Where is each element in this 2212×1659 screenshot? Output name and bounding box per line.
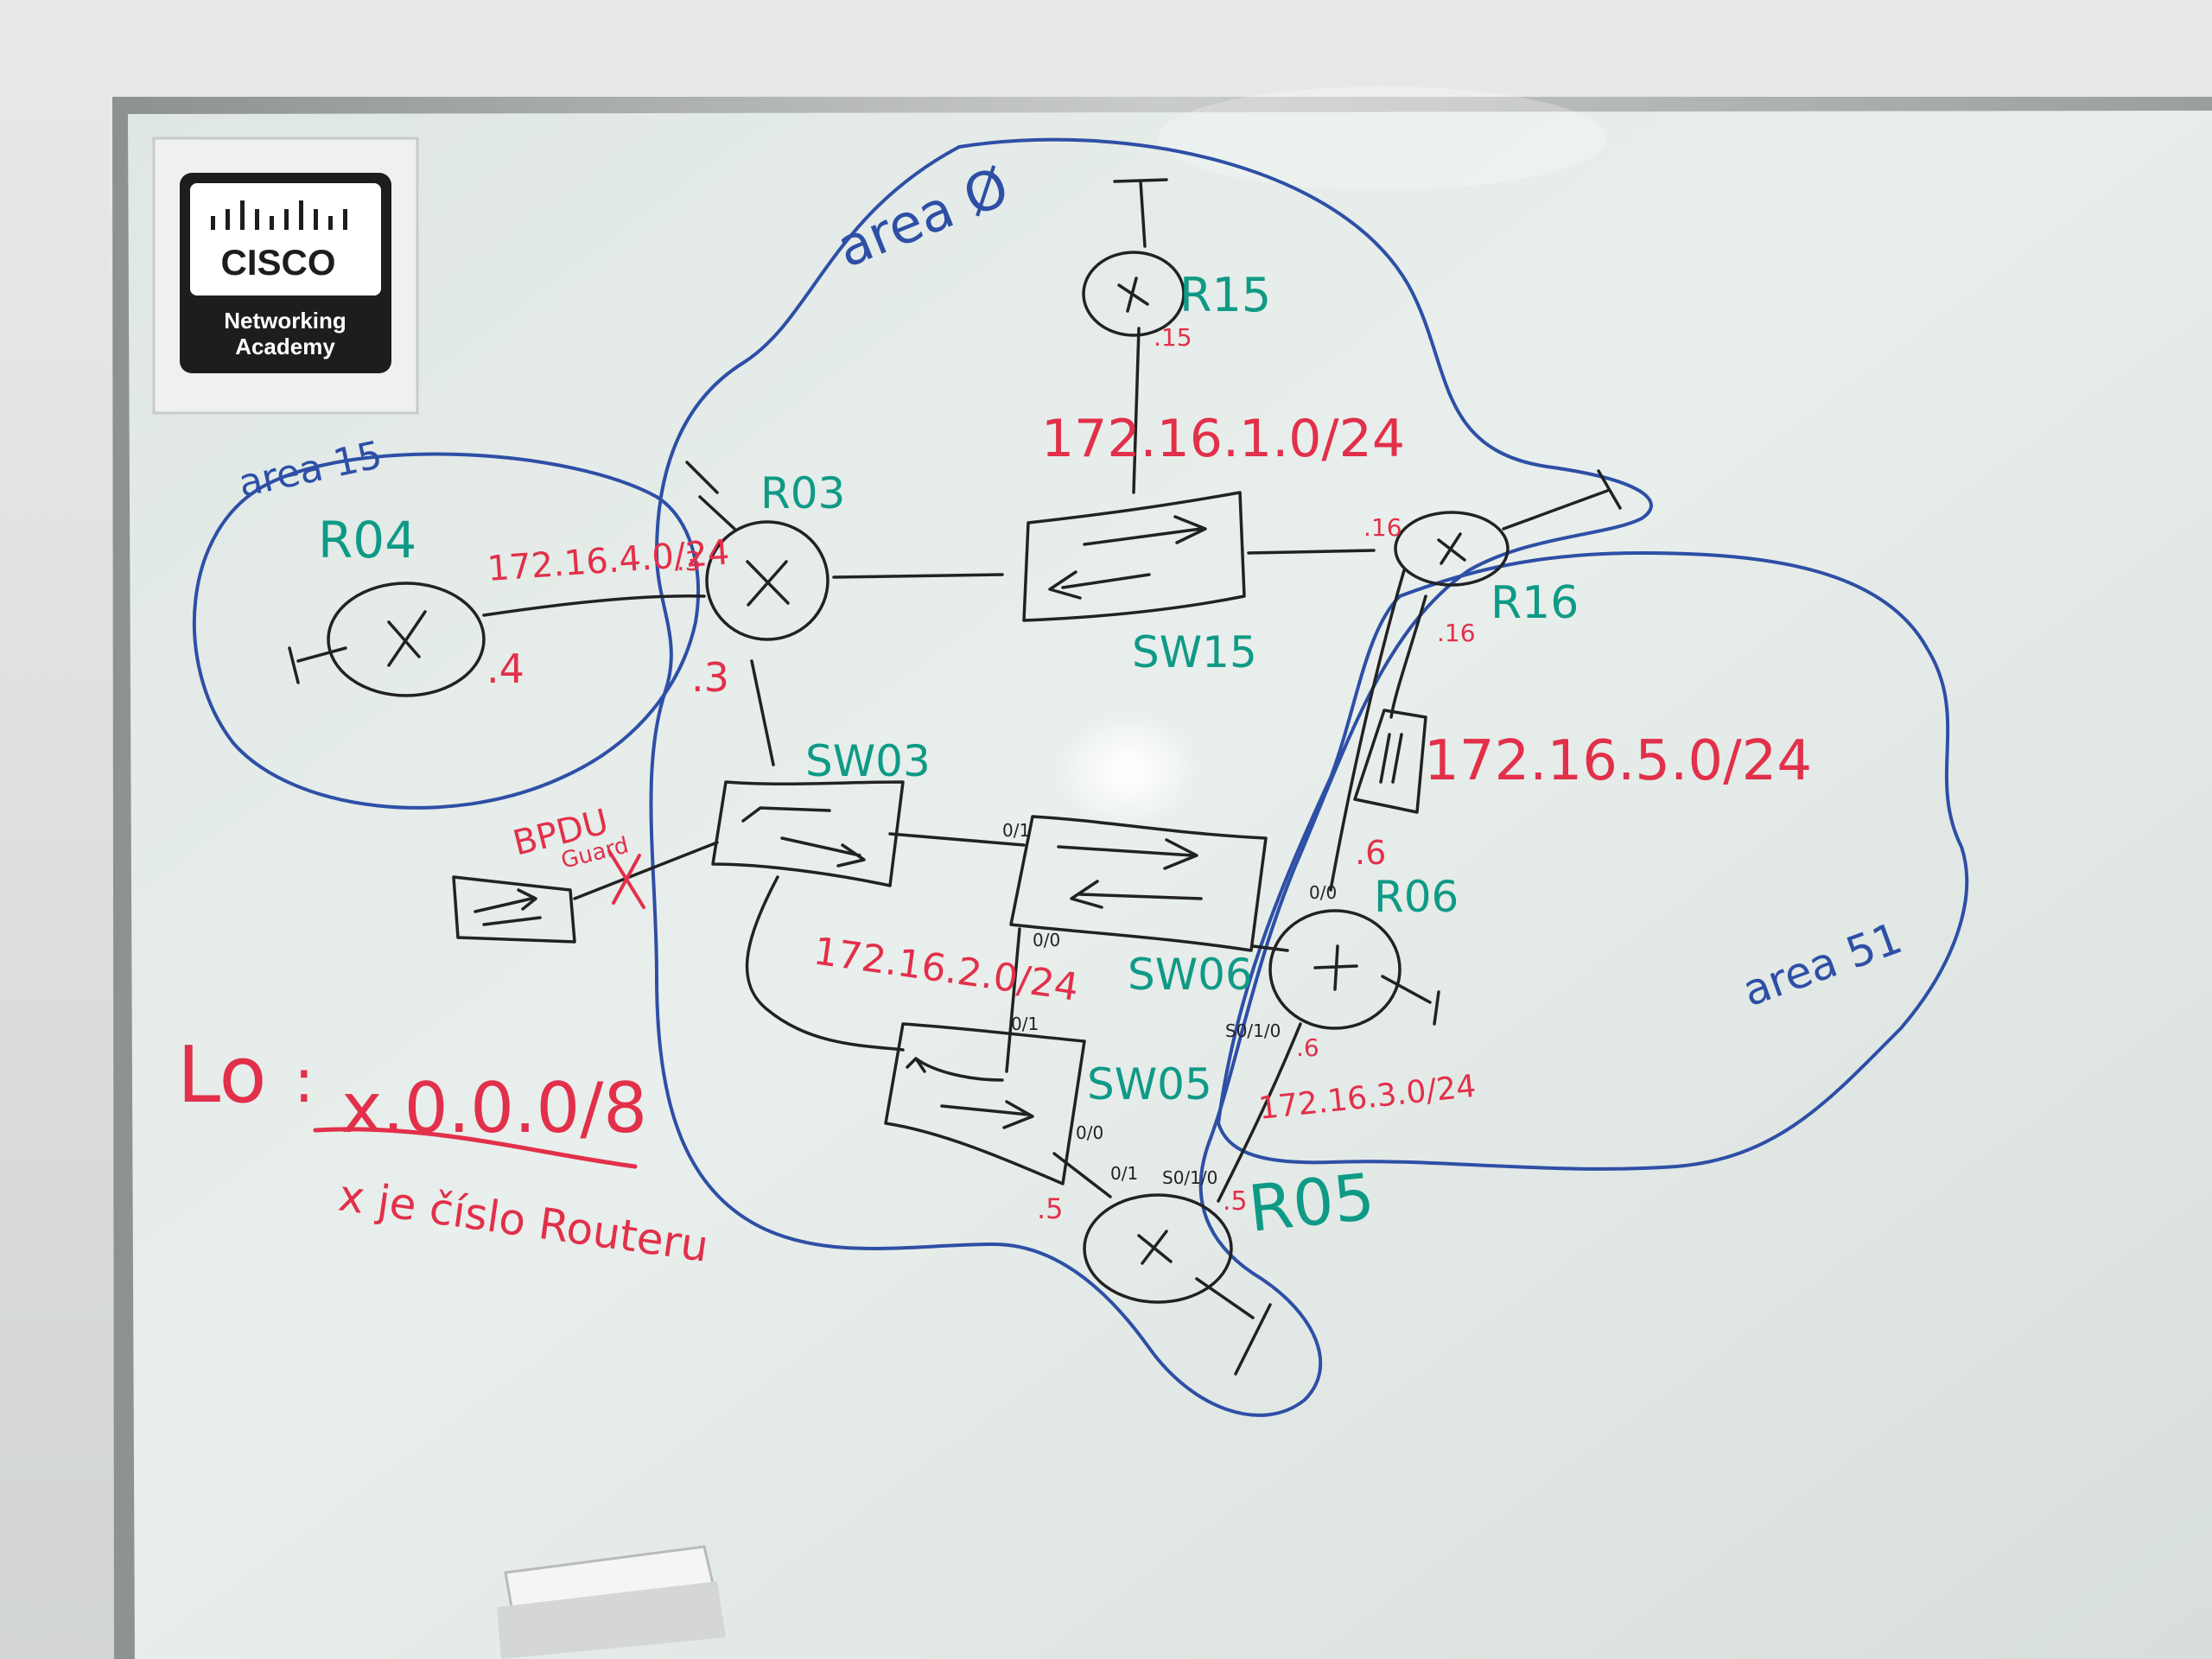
loopback-label: Lo (177, 1030, 267, 1121)
switch-sw03-label: SW03 (805, 736, 931, 786)
router-r06-label: R06 (1374, 872, 1459, 922)
switch-sw05-label: SW05 (1087, 1059, 1212, 1109)
loopback-colon: : (294, 1046, 315, 1116)
port-r06-left: 0/0 (1309, 882, 1337, 903)
switch-sw15-label: SW15 (1132, 627, 1257, 677)
router-r15-label: R15 (1179, 268, 1271, 322)
link-r16-r06-serial (1329, 569, 1406, 892)
link-r15-sw15 (1132, 327, 1141, 494)
host-id-r15: .15 (1154, 323, 1192, 352)
router-r03-label: R03 (760, 468, 845, 518)
link-sw03-bpdu-switch (573, 841, 719, 900)
router-r04-label: R04 (318, 511, 416, 569)
router-r15-icon (1082, 251, 1185, 337)
link-sw15-r16 (1247, 549, 1376, 555)
switch-sw05-icon (884, 1022, 1086, 1185)
link-sw06-sw05 (1005, 927, 1021, 1073)
port-r05-serial: S0/1/0 (1162, 1167, 1217, 1188)
logo-line1: Networking (224, 308, 346, 334)
switch-sw15-icon (1022, 491, 1246, 622)
network-172-16-1-label: 172.16.1.0/24 (1041, 409, 1405, 469)
loopback-address: x.0.0.0/8 (341, 1068, 647, 1148)
link-r03-sw03 (750, 659, 775, 766)
light-glare-soft (1158, 86, 1607, 190)
area0-boundary (649, 137, 1653, 1417)
router-r03-icon (705, 520, 830, 641)
r04-loopback-stub (288, 646, 347, 684)
host-id-r05-net2: .5 (1037, 1192, 1064, 1225)
link-r06-r05-serial (1217, 1022, 1302, 1203)
router-r16-label: R16 (1491, 577, 1579, 629)
host-id-r03-net4: .3 (677, 547, 702, 577)
port-sw05-top: 0/1 (1011, 1014, 1039, 1034)
switch-sw03-icon (711, 780, 905, 887)
area15-boundary (193, 452, 700, 810)
port-sw05-bottom: 0/0 (1076, 1122, 1103, 1143)
switch-sw06-icon (1009, 815, 1268, 952)
switch-small-r16-r06-icon (1353, 709, 1427, 814)
r03-loopback-stub (685, 461, 736, 531)
router-r04-icon (327, 582, 486, 697)
r06-loopback-stub (1381, 975, 1440, 1026)
cisco-logo: CISCO Networking Academy (152, 137, 419, 415)
port-sw06-bottom: 0/0 (1033, 930, 1060, 950)
link-sw06-r06 (1251, 944, 1289, 952)
r16-loopback-stub (1502, 469, 1622, 531)
link-r16-sw-small (1389, 594, 1427, 719)
link-sw03-sw06 (888, 832, 1026, 847)
logo-brand: CISCO (220, 242, 335, 283)
router-r05-label: R05 (1245, 1160, 1378, 1247)
eraser (497, 1545, 726, 1659)
port-r06-serial: S0/1/0 (1225, 1020, 1281, 1041)
host-id-r04: .4 (486, 645, 524, 692)
bpdu-block-cross (607, 849, 645, 909)
link-sw03-sw05 (745, 875, 905, 1052)
light-glare (1054, 710, 1201, 831)
host-id-r06-net5: .6 (1355, 834, 1386, 872)
link-sw05-r05 (1052, 1152, 1112, 1198)
host-id-r16-bottom: .16 (1437, 619, 1476, 647)
router-r06-icon (1268, 909, 1402, 1030)
network-172-16-5-label: 172.16.5.0/24 (1424, 729, 1812, 793)
r05-loopback-stub (1195, 1277, 1272, 1376)
switch-sw06-label: SW06 (1128, 950, 1253, 1000)
host-id-r03-net2: .3 (691, 654, 729, 701)
switch-bpdu-icon (452, 875, 576, 944)
host-id-r06-net3: .6 (1296, 1033, 1319, 1062)
host-id-r05-net3: .5 (1223, 1186, 1248, 1217)
host-id-r16-top: .16 (1363, 513, 1402, 542)
logo-line2: Academy (235, 334, 335, 359)
router-r05-icon (1083, 1193, 1233, 1304)
router-r16-icon (1394, 511, 1510, 587)
loopback-underline (313, 1127, 638, 1169)
r15-loopback-stub (1113, 178, 1168, 248)
port-r05-left: 0/1 (1110, 1163, 1138, 1184)
cisco-bars-icon (211, 200, 347, 230)
link-r03-sw15 (832, 573, 1004, 579)
link-r04-r03 (482, 594, 706, 617)
whiteboard-surface (128, 111, 2212, 1659)
port-sw06-top: 0/1 (1002, 820, 1030, 841)
